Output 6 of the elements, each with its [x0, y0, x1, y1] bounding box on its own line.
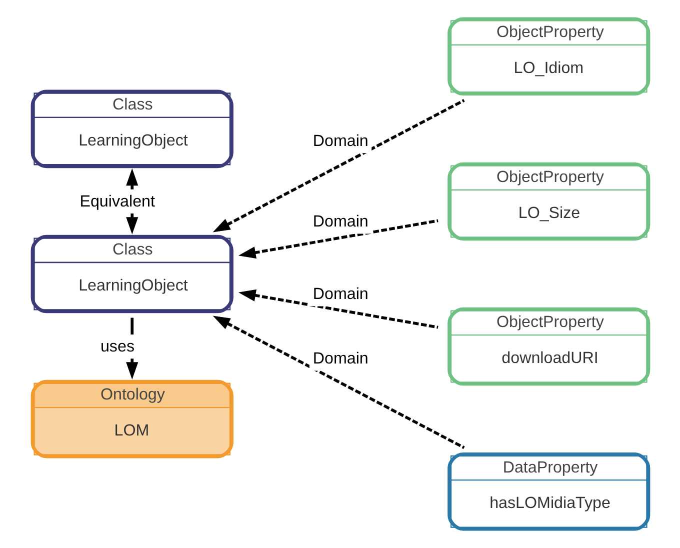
- edge-label: Domain: [312, 284, 368, 303]
- edge-label: Equivalent: [79, 192, 154, 210]
- edge-label: Domain: [312, 132, 368, 150]
- edge-label: Domain: [312, 349, 368, 368]
- edge-label: uses: [100, 337, 134, 356]
- edge-label: Domain: [312, 212, 368, 230]
